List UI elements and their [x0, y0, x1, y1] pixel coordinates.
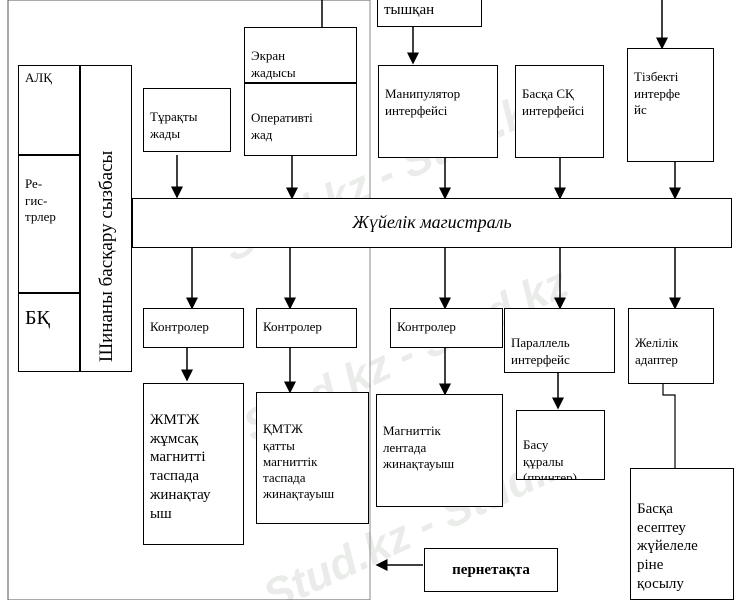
network-label: Желілік адаптер	[635, 335, 679, 367]
network-adapter-box: Желілік адаптер	[628, 308, 714, 384]
controller-hdd-label: Контролер	[263, 319, 322, 334]
controller-tape-box: Контролер	[390, 308, 503, 348]
alu-label: АЛҚ	[25, 70, 52, 85]
alu-box: АЛҚ	[18, 65, 80, 155]
manipulator-interface-box: Манипулятор интерфейсі	[378, 65, 498, 158]
manipulator-label: Манипулятор интерфейсі	[385, 86, 461, 118]
tape-drive-box: Магниттік лентада жинақтауыш	[376, 394, 503, 507]
parallel-label: Параллель интерфейс	[511, 335, 570, 367]
controller-tape-label: Контролер	[397, 319, 456, 334]
mouse-box: тышқан	[377, 0, 482, 27]
other-cs-interface-box: Басқа СҚ интерфейсі	[515, 65, 604, 158]
tape-drive-label: Магниттік лентада жинақтауыш	[383, 423, 455, 471]
cpu-control-box	[80, 65, 132, 372]
system-bus-label: Жүйелік магистраль	[352, 212, 512, 232]
parallel-interface-box: Параллель интерфейс	[504, 308, 615, 373]
controller-fdd-label: Контролер	[150, 319, 209, 334]
other-system-label: Басқа есептеу жүйелеле ріне қосылу	[637, 500, 698, 592]
ram-label: Оперативті жад	[251, 110, 313, 142]
screen-memory-label: Экран жадысы	[251, 48, 296, 80]
printer-box: Басу құралы (принтер)	[516, 410, 605, 480]
keyboard-box: пернетақта	[424, 548, 558, 592]
mouse-label: тышқан	[384, 2, 435, 18]
controller-fdd-box: Контролер	[143, 308, 244, 348]
printer-label: Басу құралы (принтер)	[523, 437, 577, 480]
registers-box: Ре- гис- трлер	[18, 155, 80, 293]
system-bus: Жүйелік магистраль	[132, 198, 732, 248]
other-cs-label: Басқа СҚ интерфейсі	[522, 86, 585, 118]
floppy-drive-label: ЖМТЖ жұмсақ магнитті таспада жинақтау ыш	[150, 411, 211, 522]
cpu-control-label: Шинаны басқару сызбасы	[96, 150, 117, 362]
serial-interface-box: Тізбекті интерфе йс	[627, 48, 714, 162]
hard-drive-label: ҚМТЖ қатты магниттік таспада жинақтауыш	[263, 421, 335, 502]
controller-hdd-box: Контролер	[256, 308, 357, 348]
serial-label: Тізбекті интерфе йс	[634, 69, 681, 117]
floppy-drive-box: ЖМТЖ жұмсақ магнитті таспада жинақтау ыш	[143, 383, 244, 545]
rom-label: Тұрақты жады	[150, 109, 198, 141]
other-system-box: Басқа есептеу жүйелеле ріне қосылу	[630, 468, 734, 600]
registers-label: Ре- гис- трлер	[25, 176, 56, 224]
keyboard-label: пернетақта	[452, 562, 530, 578]
screen-memory-box: Экран жадысы	[244, 27, 357, 83]
control-unit-label: БҚ	[25, 307, 50, 329]
ram-box: Оперативті жад	[244, 83, 357, 156]
control-unit-box: БҚ	[18, 293, 80, 372]
hard-drive-box: ҚМТЖ қатты магниттік таспада жинақтауыш	[256, 392, 369, 524]
rom-box: Тұрақты жады	[143, 88, 231, 152]
